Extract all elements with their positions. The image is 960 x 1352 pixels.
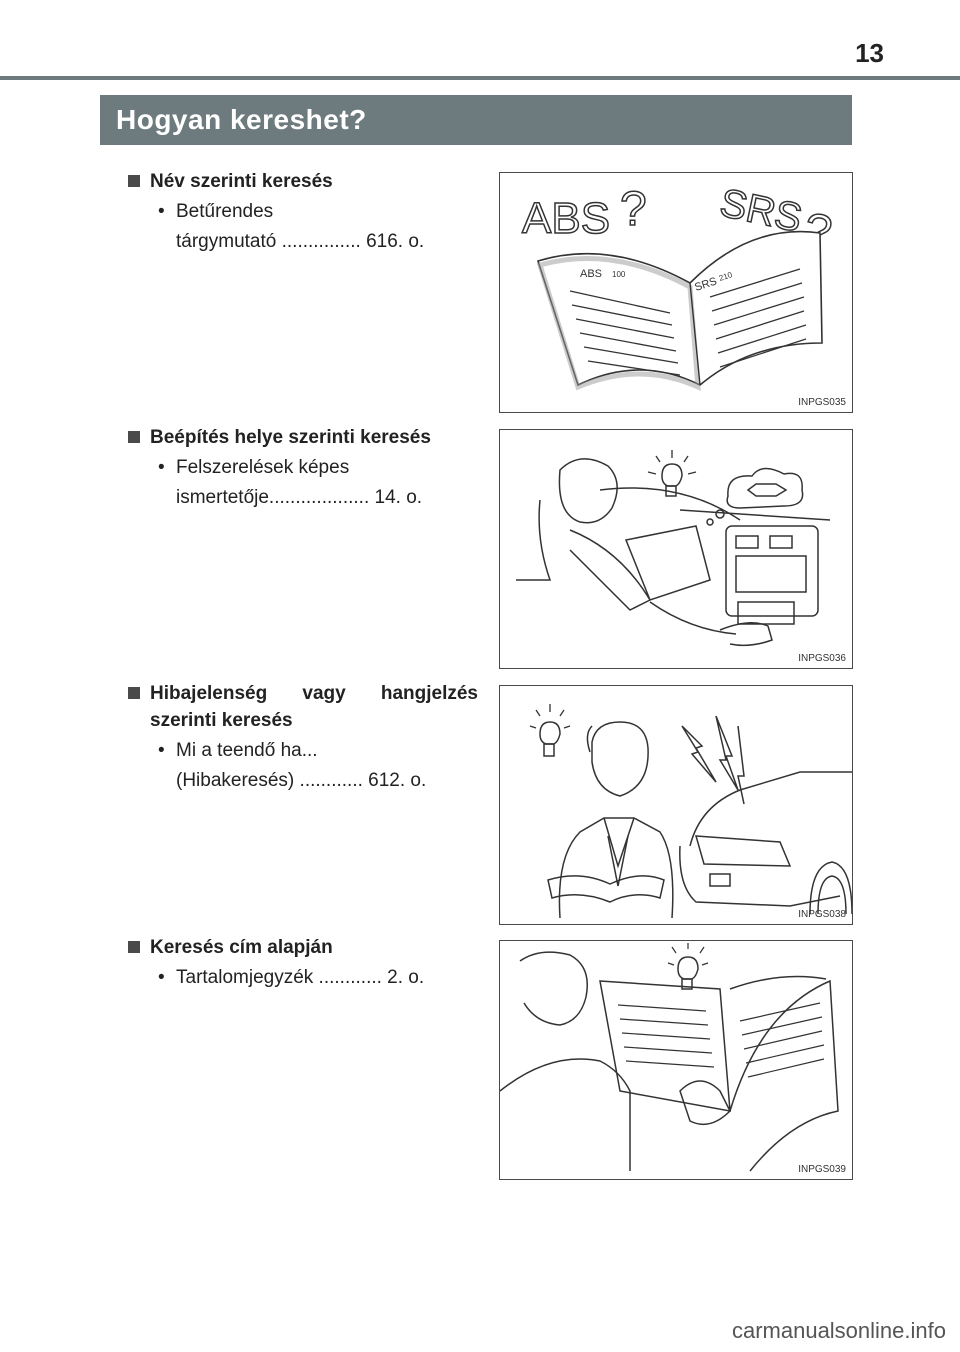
section-symptom-search: Hibajelenség vagy hangjelzés szerinti ke… bbox=[128, 680, 478, 796]
svg-text:ABS: ABS bbox=[522, 194, 610, 243]
list-item: • Betűrendes tárgymutató ...............… bbox=[128, 197, 478, 257]
list-item: • Tartalomjegyzék ............ 2. o. bbox=[128, 963, 478, 993]
square-bullet-icon bbox=[128, 941, 140, 953]
book-abs-srs-illustration: ABS ? SRS ? ABS 100 SRS 210 bbox=[521, 180, 836, 392]
header-rule bbox=[0, 76, 960, 80]
watermark: carmanualsonline.info bbox=[731, 1318, 946, 1343]
title-band: Hogyan kereshet? bbox=[100, 95, 852, 145]
square-bullet-icon bbox=[128, 687, 140, 699]
bullet-dot-icon: • bbox=[158, 457, 165, 478]
list-item: • Mi a teendő ha... (Hibakeresés) ......… bbox=[128, 736, 478, 796]
svg-text:ABS: ABS bbox=[580, 268, 602, 280]
section-name-search: Név szerinti keresés • Betűrendes tárgym… bbox=[128, 168, 478, 257]
figure-driver-dashboard: INPGS036 bbox=[499, 429, 853, 669]
section-heading: Hibajelenség vagy hangjelzés szerinti ke… bbox=[128, 680, 478, 734]
section-location-search: Beépítés helye szerinti keresés • Felsze… bbox=[128, 424, 478, 513]
list-item: • Felszerelések képes ismertetője.......… bbox=[128, 453, 478, 513]
driver-dashboard-illustration bbox=[516, 450, 831, 647]
page-number: 13 bbox=[855, 38, 884, 68]
bullet-dot-icon: • bbox=[158, 967, 165, 988]
section-heading: Név szerinti keresés bbox=[128, 168, 478, 195]
man-car-warning-illustration bbox=[529, 704, 852, 919]
section-heading: Keresés cím alapján bbox=[128, 934, 478, 961]
section-title-search: Keresés cím alapján • Tartalomjegyzék ..… bbox=[128, 934, 478, 993]
bullet-dot-icon: • bbox=[158, 740, 165, 761]
square-bullet-icon bbox=[128, 175, 140, 187]
svg-text:100: 100 bbox=[612, 270, 626, 279]
section-heading: Beépítés helye szerinti keresés bbox=[128, 424, 478, 451]
figure-man-car-warning: INPGS038 bbox=[499, 685, 853, 925]
svg-text:210: 210 bbox=[718, 270, 734, 283]
reading-manual-illustration bbox=[500, 943, 839, 1172]
figure-code: INPGS039 bbox=[798, 1164, 846, 1175]
page-title: Hogyan kereshet? bbox=[116, 104, 367, 135]
figure-reading-manual: INPGS039 bbox=[499, 940, 853, 1180]
bullet-dot-icon: • bbox=[158, 201, 165, 222]
square-bullet-icon bbox=[128, 431, 140, 443]
svg-text:?: ? bbox=[620, 183, 647, 236]
figure-open-book-abs-srs: ABS ? SRS ? ABS 100 SRS 210 INPGS035 bbox=[499, 172, 853, 413]
figure-code: INPGS036 bbox=[798, 653, 846, 664]
figure-code: INPGS035 bbox=[798, 397, 846, 408]
figure-code: INPGS038 bbox=[798, 909, 846, 920]
